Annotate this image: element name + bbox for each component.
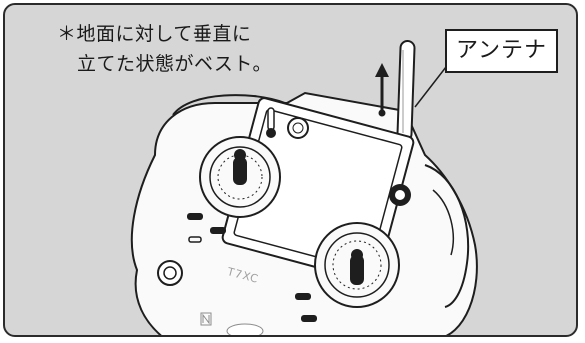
antenna	[396, 40, 416, 142]
dial-knob-left	[287, 117, 309, 139]
nfc-mark-icon	[200, 312, 212, 326]
callout-leader	[414, 66, 447, 108]
left-stick-gimbal	[199, 136, 281, 218]
home-button	[157, 260, 183, 286]
right-grip	[424, 164, 470, 308]
orientation-note: ＊地面に対して垂直に 立てた状態がベスト。	[57, 19, 272, 79]
up-arrow-icon	[375, 63, 389, 117]
trim-switches-left	[187, 213, 226, 243]
toggle-switch-left	[266, 107, 276, 138]
right-stick-gimbal	[314, 222, 400, 308]
brand-oval	[226, 323, 264, 335]
note-line-1: ＊地面に対して垂直に	[57, 23, 252, 45]
transmitter-illustration	[130, 40, 478, 335]
note-line-2: 立てた状態がベスト。	[77, 53, 273, 75]
illustration-panel: ＊地面に対して垂直に 立てた状態がベスト。 アンテナ T7XC	[3, 3, 578, 337]
trim-switches-right	[295, 293, 317, 322]
antenna-callout-label: アンテナ	[445, 29, 558, 73]
